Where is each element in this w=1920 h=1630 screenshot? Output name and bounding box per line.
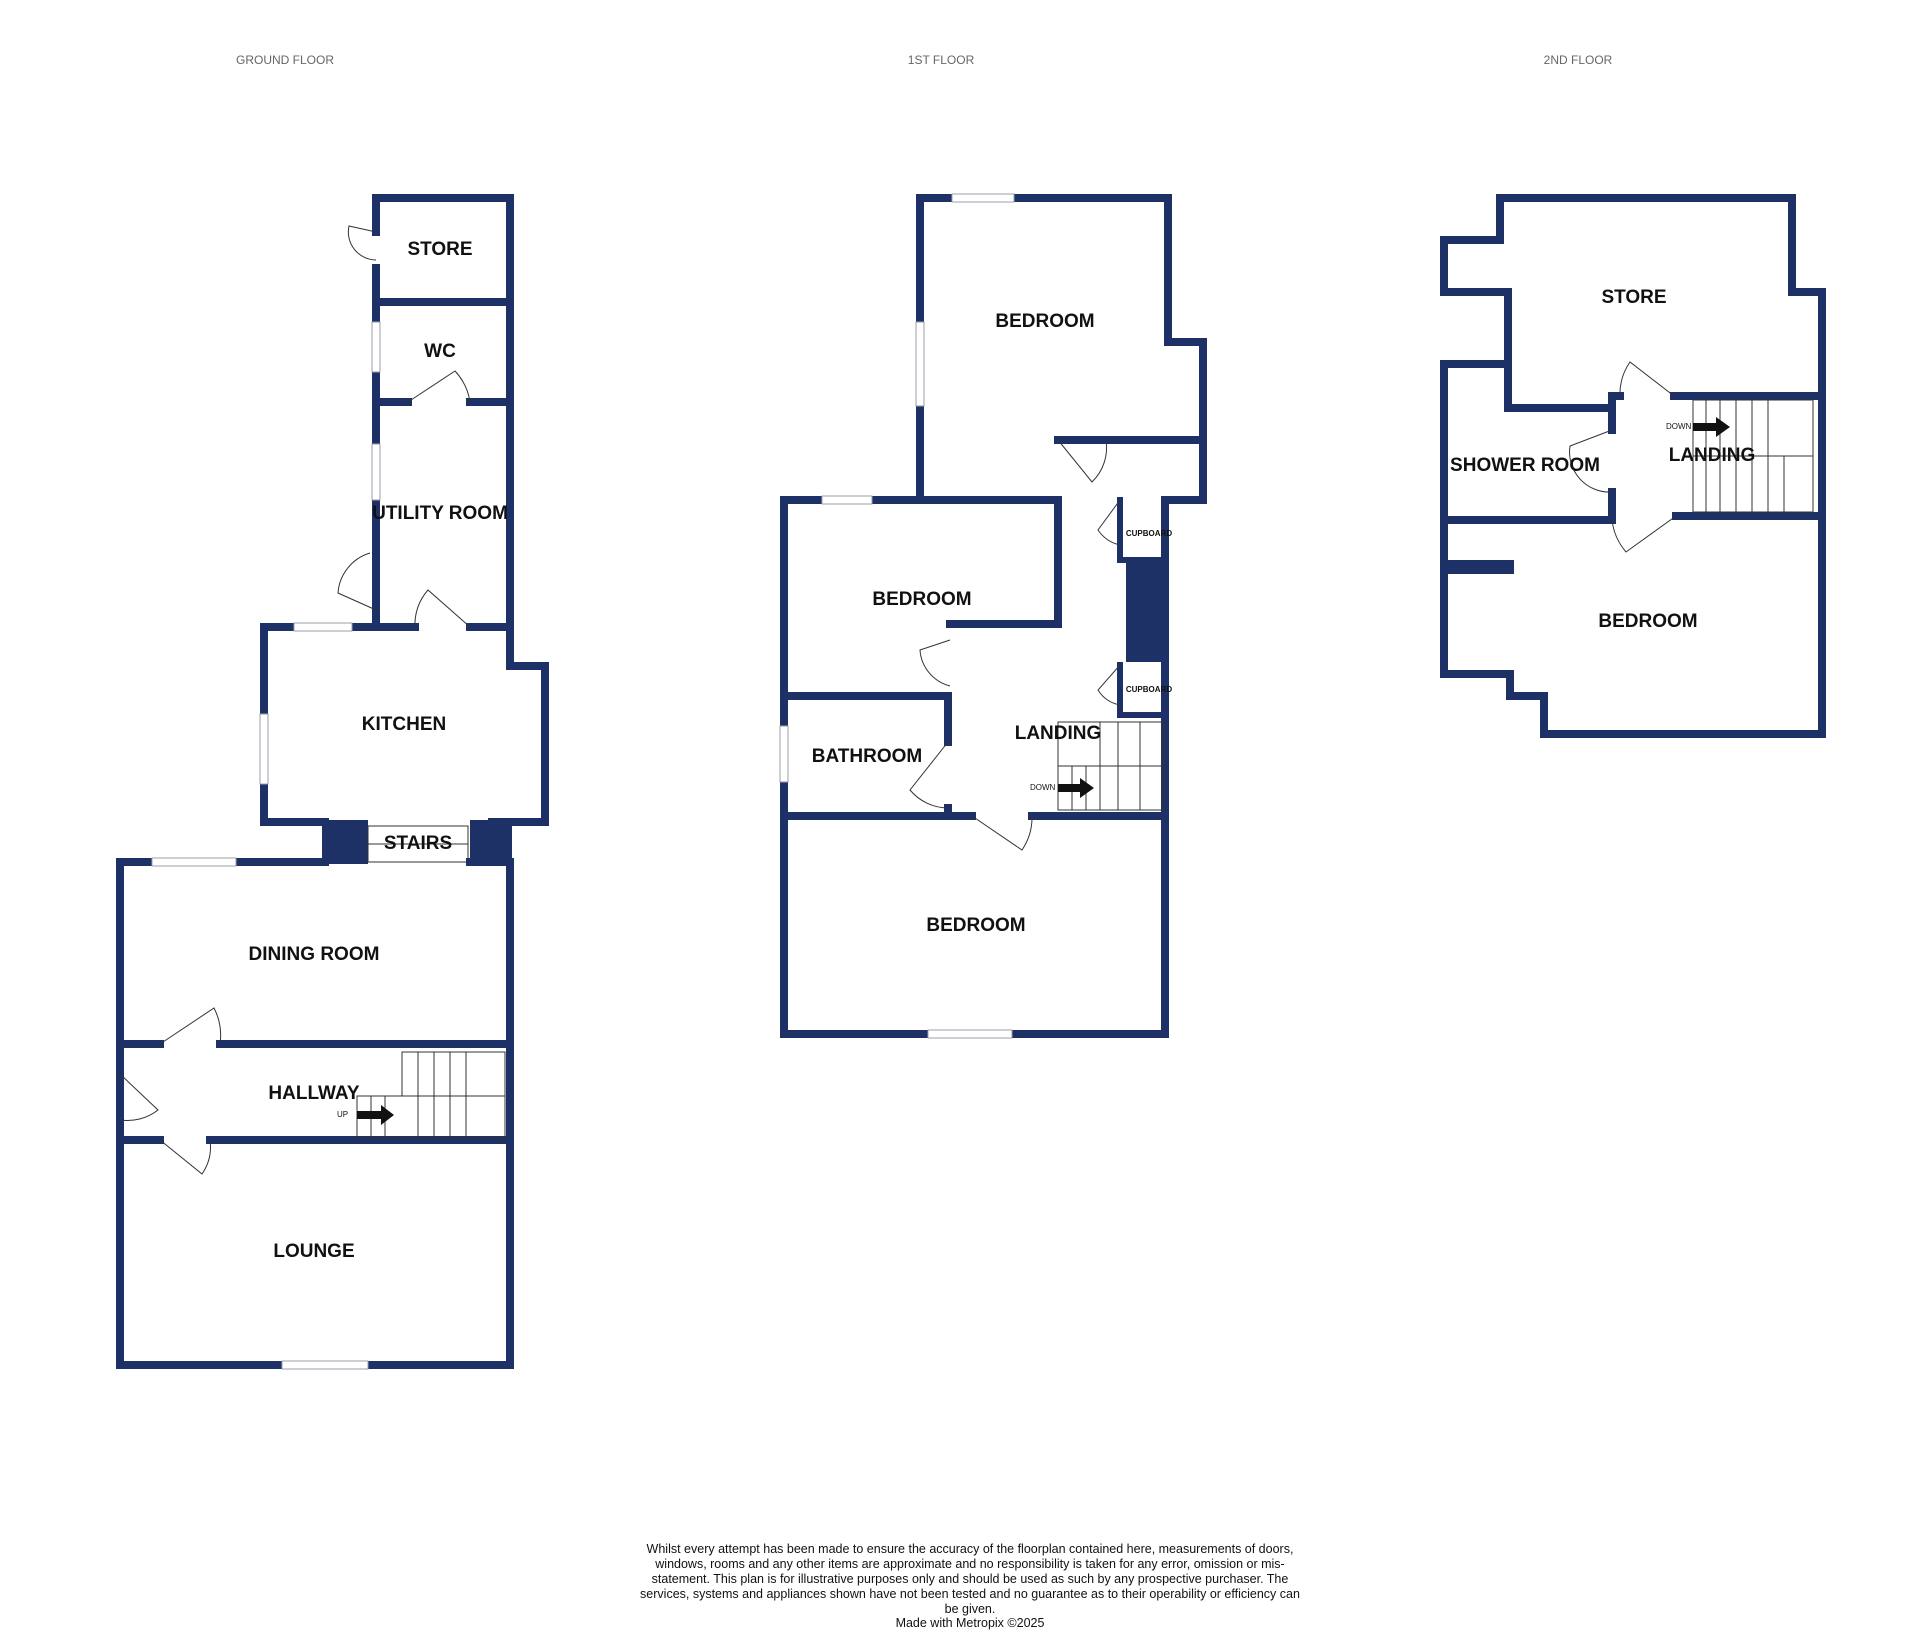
ground-hallway-label: HALLWAY bbox=[268, 1083, 359, 1104]
first-bathroom-door[interactable] bbox=[909, 741, 949, 809]
ground-kitchen-window-left bbox=[259, 713, 269, 785]
ground-stair-arrow-icon bbox=[357, 1105, 394, 1125]
ground-store-label: STORE bbox=[407, 239, 472, 260]
first-bathroom-window bbox=[779, 725, 789, 783]
ground-stairs-label: STAIRS bbox=[384, 833, 452, 854]
ground-lounge-label: LOUNGE bbox=[273, 1241, 354, 1262]
ground-floor-title: GROUND FLOOR bbox=[236, 53, 334, 67]
first-landing-label: LANDING bbox=[1015, 723, 1102, 744]
first-bottom-bedroom-door[interactable] bbox=[971, 815, 1033, 851]
first-bedroom-mid-label: BEDROOM bbox=[872, 589, 971, 610]
credit-text: Made with Metropix ©2025 bbox=[895, 1616, 1045, 1630]
ground-stair-direction-label: UP bbox=[337, 1110, 348, 1119]
first-bottom-bedroom-window bbox=[927, 1029, 1013, 1039]
first-top-bedroom-window-left bbox=[915, 321, 925, 407]
first-bedroom-bottom-label: BEDROOM bbox=[926, 915, 1025, 936]
first-mid-bedroom-door[interactable] bbox=[919, 639, 951, 687]
first-mid-bedroom-right bbox=[946, 496, 1062, 628]
second-stair-arrow-icon bbox=[1693, 417, 1730, 437]
first-mid-bedroom-bottom bbox=[780, 692, 952, 746]
second-bedroom-label: BEDROOM bbox=[1598, 611, 1697, 632]
ground-wc-window bbox=[371, 321, 381, 373]
first-cupboard-2-door[interactable] bbox=[1097, 664, 1121, 706]
second-stair-direction-label: DOWN bbox=[1666, 422, 1692, 431]
ground-wc-door[interactable] bbox=[407, 370, 471, 403]
first-stair-arrow-icon bbox=[1058, 778, 1094, 798]
ground-kitchen-wall bbox=[260, 623, 380, 826]
ground-main-block-wall bbox=[116, 858, 514, 1369]
ground-mid-stairs bbox=[367, 825, 469, 863]
first-bedroom-top-label: BEDROOM bbox=[995, 311, 1094, 332]
ground-utility-door[interactable] bbox=[337, 552, 377, 611]
first-cupboard-2-wall bbox=[1117, 662, 1168, 718]
ground-front-door[interactable] bbox=[119, 1073, 159, 1122]
ground-dining-door[interactable] bbox=[159, 1007, 222, 1045]
ground-lounge-window bbox=[281, 1360, 369, 1370]
ground-wc-label: WC bbox=[424, 341, 456, 362]
first-cupboard-1-door[interactable] bbox=[1097, 499, 1121, 546]
ground-chimney-left bbox=[322, 820, 368, 864]
first-top-bedroom-window-top bbox=[951, 193, 1015, 203]
ground-rear-wing-wall bbox=[372, 194, 549, 826]
ground-hallway-stairs bbox=[356, 1051, 506, 1139]
first-floor-title: 1ST FLOOR bbox=[908, 53, 975, 67]
first-stair-direction-label: DOWN bbox=[1030, 783, 1056, 792]
ground-floor-plan: UP STORE WC UTILITY ROOM KITCHEN STAIRS … bbox=[116, 194, 549, 1370]
second-store-label: STORE bbox=[1601, 287, 1666, 308]
second-landing-label: LANDING bbox=[1669, 445, 1756, 466]
ground-utility-label: UTILITY ROOM bbox=[372, 503, 508, 524]
first-mid-bedroom-window bbox=[821, 495, 873, 505]
ground-dining-window bbox=[151, 857, 237, 867]
ground-kitchen-window-top bbox=[293, 622, 353, 632]
ground-kitchen-label: KITCHEN bbox=[362, 714, 446, 735]
second-store-door[interactable] bbox=[1619, 361, 1675, 397]
first-cupboard-2-label: CUPBOARD bbox=[1126, 685, 1172, 694]
second-landing-stairs bbox=[1692, 399, 1814, 513]
second-shower-label: SHOWER ROOM bbox=[1450, 455, 1600, 476]
first-top-bedroom-door[interactable] bbox=[1057, 439, 1108, 483]
second-store-bottom-left bbox=[1504, 360, 1616, 412]
second-floor-plan: DOWN STORE SHOWER ROOM LANDING BEDROOM bbox=[1440, 194, 1826, 738]
ground-kitchen-door[interactable] bbox=[414, 589, 471, 628]
first-bathroom-bottom bbox=[780, 804, 952, 820]
ground-chimney-right bbox=[470, 820, 512, 864]
first-chimney bbox=[1126, 562, 1162, 662]
ground-store-door[interactable] bbox=[347, 225, 377, 261]
first-floor-plan: DOWN BEDROOM BEDROOM BATHROOM LANDING BE… bbox=[779, 193, 1207, 1039]
second-floor-title: 2ND FLOOR bbox=[1544, 53, 1613, 67]
first-outer-wall bbox=[780, 194, 1207, 1038]
ground-dining-label: DINING ROOM bbox=[249, 944, 380, 965]
first-cupboard-1-label: CUPBOARD bbox=[1126, 529, 1172, 538]
ground-utility-window bbox=[371, 443, 381, 501]
ground-lounge-door[interactable] bbox=[159, 1139, 211, 1175]
second-shower-door[interactable] bbox=[1569, 429, 1613, 493]
first-bathroom-label: BATHROOM bbox=[812, 746, 922, 767]
first-cupboard-1-wall bbox=[1117, 497, 1168, 563]
disclaimer-text: Whilst every attempt has been made to en… bbox=[640, 1542, 1300, 1616]
second-bedroom-door[interactable] bbox=[1611, 515, 1677, 553]
first-landing-stairs bbox=[1057, 721, 1164, 811]
